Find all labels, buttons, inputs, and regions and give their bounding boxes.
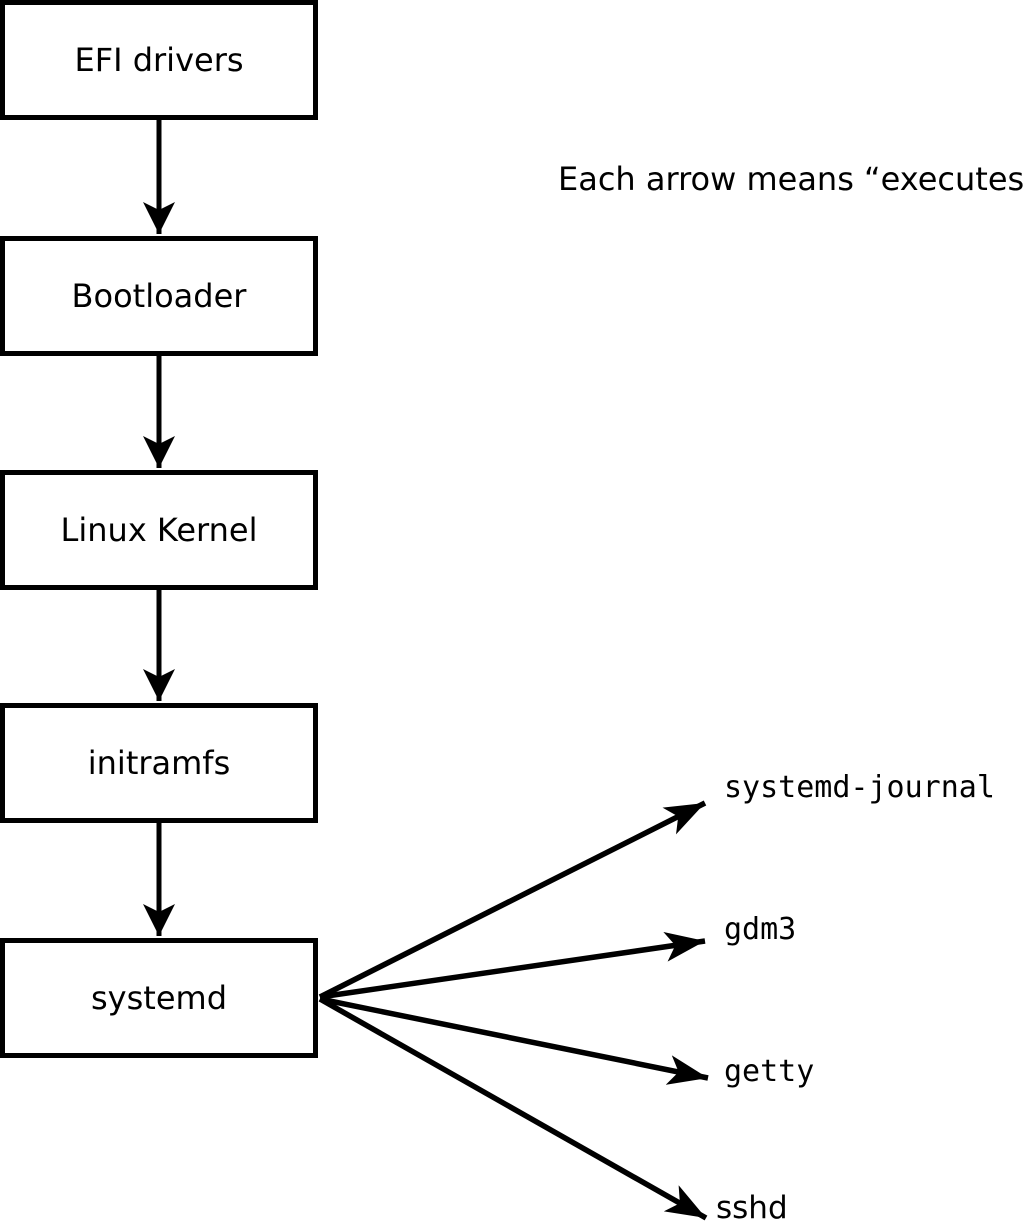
node-initramfs: initramfs (0, 703, 318, 823)
node-initramfs-label: initramfs (87, 744, 231, 782)
arrow-systemd-to-journal (318, 800, 707, 1000)
node-linux-kernel: Linux Kernel (0, 470, 318, 590)
arrow-legend-note: Each arrow means “executes”. (558, 160, 1023, 198)
arrow-systemd-to-gdm3 (319, 931, 706, 1000)
node-bootloader-label: Bootloader (71, 277, 247, 315)
label-getty: getty (724, 1054, 815, 1089)
node-efi-drivers: EFI drivers (0, 0, 318, 120)
node-linux-kernel-label: Linux Kernel (60, 511, 258, 549)
label-gdm3: gdm3 (724, 912, 797, 947)
arrow-systemd-to-getty (319, 996, 709, 1085)
node-systemd: systemd (0, 938, 318, 1058)
label-sshd: sshd (716, 1190, 788, 1226)
label-systemd-journal: systemd-journal (724, 770, 995, 805)
node-bootloader: Bootloader (0, 236, 318, 356)
node-systemd-label: systemd (91, 979, 227, 1017)
arrow-systemd-to-sshd (318, 996, 708, 1221)
node-efi-drivers-label: EFI drivers (74, 41, 244, 79)
